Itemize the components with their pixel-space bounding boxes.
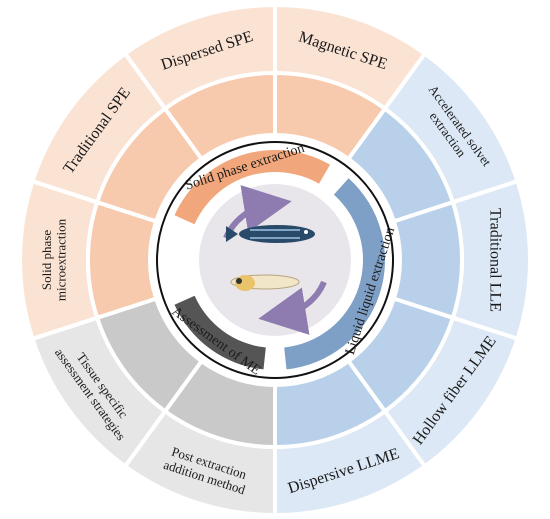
band-lle (284, 178, 385, 370)
segment-inner-9 (94, 105, 205, 224)
band-spe (174, 149, 330, 225)
segment-label-text: Solid phasemicroextraction (39, 218, 69, 301)
adult-zebrafish-icon (226, 225, 315, 243)
segment-label-8: Solid phasemicroextraction (39, 218, 69, 301)
segment-label-line: microextraction (54, 218, 69, 301)
larva-zebrafish-icon (230, 274, 300, 291)
segment-label-text: Traditional LLE (486, 208, 503, 312)
center-layer (199, 184, 351, 336)
band-me (174, 295, 266, 370)
segment-label-line: Solid phase (39, 230, 54, 291)
cycle-arrow-bottom (258, 280, 327, 335)
inner-divider-ring (156, 141, 394, 379)
center-disk (199, 184, 351, 336)
segment-label-3: Traditional LLE (486, 208, 503, 312)
segments-layer (18, 2, 532, 518)
segment-label-line: Traditional LLE (486, 208, 503, 312)
